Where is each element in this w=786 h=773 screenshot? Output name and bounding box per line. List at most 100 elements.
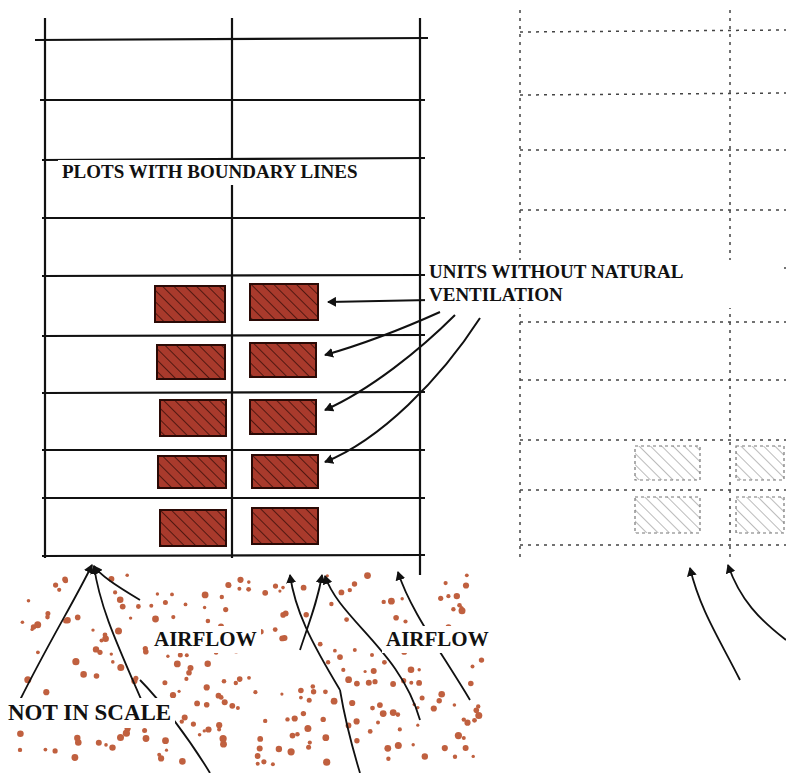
- airflow-dot: [279, 636, 285, 642]
- airflow-dot: [18, 748, 22, 752]
- airflow-dot: [185, 653, 189, 657]
- airflow-dot: [376, 721, 380, 725]
- airflow-dot: [323, 689, 328, 694]
- airflow-dot: [143, 735, 150, 742]
- airflow-dot: [323, 759, 330, 766]
- airflow-dot: [104, 743, 108, 747]
- airflow-dot: [364, 572, 371, 579]
- airflow-dot: [205, 661, 211, 667]
- airflow-dot: [203, 729, 206, 732]
- airflow-dot: [222, 699, 228, 705]
- airflow-dot: [191, 722, 196, 727]
- airflow-dot: [341, 668, 345, 672]
- airflow-dot: [364, 670, 367, 673]
- airflow-dot: [348, 588, 352, 592]
- airflow-dot: [152, 616, 159, 623]
- airflow-dot: [382, 660, 387, 665]
- airflow-dot: [311, 689, 316, 694]
- airflow-dot: [179, 758, 186, 765]
- airflow-dot: [237, 676, 243, 682]
- airflow-dot: [393, 615, 399, 621]
- airflow-dot: [301, 711, 306, 716]
- airflow-dot: [420, 695, 425, 700]
- airflow-dot: [273, 627, 278, 632]
- airflow-dot: [409, 681, 413, 685]
- airflow-dot: [339, 590, 345, 596]
- airflow-dot: [204, 702, 210, 708]
- airflow-dot: [100, 639, 104, 643]
- airflow-dot: [438, 596, 443, 601]
- leader-lines: [325, 300, 480, 462]
- faint-units: [635, 446, 784, 533]
- airflow-dot: [123, 730, 130, 737]
- airflow-dot: [129, 616, 132, 619]
- airflow-dot: [186, 670, 192, 676]
- airflow-dot: [442, 745, 448, 751]
- airflow-dot: [453, 755, 457, 759]
- airflow-dot: [276, 746, 282, 752]
- airflow-dot: [80, 671, 87, 678]
- airflow-dot: [271, 762, 275, 766]
- airflow-dot: [380, 710, 387, 717]
- airflow-dot: [247, 676, 251, 680]
- airflow-dot: [462, 736, 466, 740]
- airflow-dot: [321, 717, 326, 722]
- airflow-dot: [236, 706, 240, 710]
- airflow-dot: [156, 592, 159, 595]
- airflow-dot: [62, 577, 68, 583]
- airflow-dot: [256, 762, 260, 766]
- airflow-dot: [285, 717, 289, 721]
- airflow-dot: [219, 695, 224, 700]
- airflow-dot: [281, 586, 285, 590]
- airflow-dot: [133, 676, 138, 681]
- airflow-dot: [288, 748, 295, 755]
- airflow-dot: [117, 596, 124, 603]
- airflow-dot: [17, 731, 24, 738]
- airflow-dot: [110, 652, 113, 655]
- airflow-dot: [143, 649, 149, 655]
- airflow-dot: [162, 680, 167, 685]
- airflow-dot: [446, 594, 450, 598]
- airflow-dot: [53, 583, 58, 588]
- airflow-dot: [257, 745, 263, 751]
- airflow-dot: [401, 597, 404, 600]
- airflow-dot: [418, 668, 421, 671]
- airflow-dot: [476, 704, 480, 708]
- airflow-dot: [333, 649, 337, 653]
- airflow-dot: [329, 602, 333, 606]
- airflow-dot: [109, 744, 115, 750]
- unit-blocks: [155, 284, 318, 546]
- airflow-dot: [318, 642, 323, 647]
- airflow-dot: [471, 665, 475, 669]
- airflow-dot: [206, 619, 211, 624]
- plot-grid: [35, 18, 428, 575]
- airflow-dot: [349, 700, 355, 706]
- airflow-dot: [111, 660, 115, 664]
- airflow-dot: [75, 615, 81, 621]
- airflow-dot: [390, 709, 397, 716]
- airflow-dot: [253, 690, 257, 694]
- airflow-dot: [198, 733, 202, 737]
- airflow-dot: [255, 753, 261, 759]
- airflow-dot: [184, 603, 188, 607]
- airflow-dot: [162, 737, 169, 744]
- airflow-dot: [301, 585, 307, 591]
- airflow-dot: [412, 743, 415, 746]
- airflow-dot: [390, 681, 396, 687]
- airflow-dot: [352, 581, 357, 586]
- airflow-dot: [225, 582, 231, 588]
- right-airflow-arrows: [690, 565, 786, 680]
- airflow-dot: [142, 728, 147, 733]
- airflow-dot: [384, 745, 391, 752]
- airflow-dot: [97, 650, 102, 655]
- airflow-dot: [113, 590, 117, 594]
- airflow-dot: [372, 679, 377, 684]
- airflow-dot: [174, 661, 181, 668]
- airflow-dot: [91, 628, 94, 631]
- airflow-dot: [370, 653, 374, 657]
- airflow-dot: [278, 590, 281, 593]
- airflow-dot: [166, 655, 169, 658]
- airflow-dot: [455, 732, 462, 739]
- airflow-label: AIRFLOW: [382, 626, 493, 653]
- airflow-dot: [304, 725, 311, 732]
